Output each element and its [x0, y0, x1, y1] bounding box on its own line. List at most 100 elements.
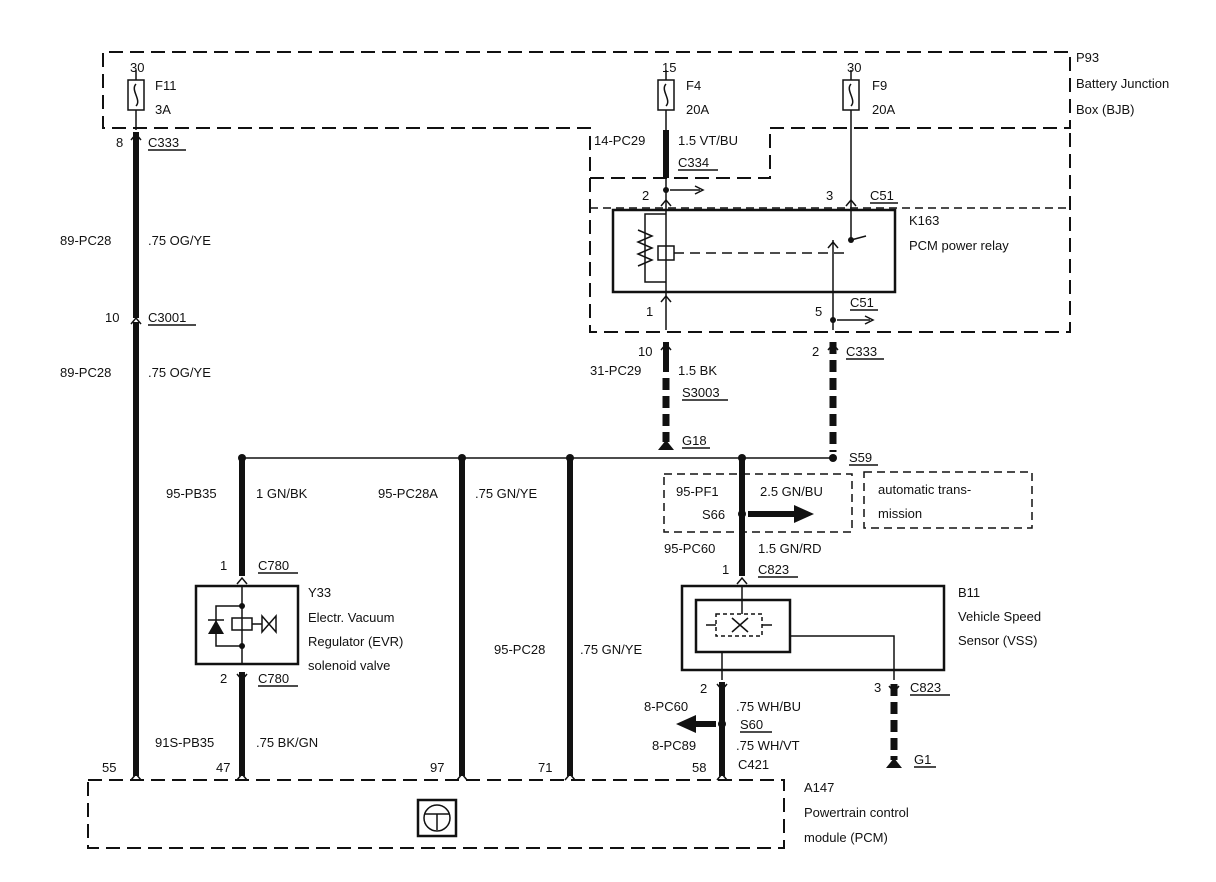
wire-pc89-spec: .75 WH/VT — [736, 738, 800, 753]
wire-pc28a-circuit: 95-PC28A — [378, 486, 438, 501]
wire-pb35-bottom-circuit: 91S-PB35 — [155, 735, 214, 750]
bjb-name-line1: Battery Junction — [1076, 76, 1169, 91]
pcm-pin-97: 97 — [430, 760, 444, 775]
c421-label: C421 — [738, 757, 769, 772]
c51-pin2: 2 — [642, 188, 649, 203]
wire-pc29-top: 14-PC29 1.5 VT/BU C334 — [594, 130, 738, 178]
pcm-id: A147 — [804, 780, 834, 795]
fuse-f11-id: F11 — [155, 78, 176, 93]
evr-name-line3: solenoid valve — [308, 658, 390, 673]
wire-pc28-circuit-b: 89-PC28 — [60, 365, 111, 380]
wire-pc60-top-circuit: 95-PC60 — [664, 541, 715, 556]
fuse-f11-rating: 3A — [155, 102, 171, 117]
wire-pb35-circuit: 95-PB35 — [166, 486, 217, 501]
wire-pc28-gn: 95-PC28 .75 GN/YE — [494, 458, 642, 776]
wire-pc28-spec-a: .75 OG/YE — [148, 233, 211, 248]
wire-pc28-gn-circuit: 95-PC28 — [494, 642, 545, 657]
c333-top-pin: 8 — [116, 135, 123, 150]
wire-pf1-spec: 2.5 GN/BU — [760, 484, 823, 499]
c3001-pin: 10 — [105, 310, 119, 325]
c333-mid-pin10: 10 — [638, 344, 652, 359]
wire-pc29-bottom: 10 31-PC29 1.5 BK S3003 G18 — [590, 342, 728, 450]
c51-pin5: 5 — [815, 304, 822, 319]
splice-s66: S66 — [702, 507, 725, 522]
relay-name: PCM power relay — [909, 238, 1009, 253]
c51-bottom-label: C51 — [850, 295, 874, 310]
c780-top-pin: 1 — [220, 558, 227, 573]
pcm-a147: 55 47 97 71 58 A147 Powertrain control m… — [87, 760, 909, 849]
bjb-module: P93 Battery Junction Box (BJB) — [102, 50, 1169, 179]
wire-pb35: 95-PB35 1 GN/BK 1 C780 — [166, 458, 308, 585]
wire-pc28-circuit-a: 89-PC28 — [60, 233, 111, 248]
wire-pc60-bottom-spec: .75 WH/BU — [736, 699, 801, 714]
bjb-name-line2: Box (BJB) — [1076, 102, 1135, 117]
wire-pc28a-spec: .75 GN/YE — [475, 486, 537, 501]
c333-top-label: C333 — [148, 135, 179, 150]
wire-pc29-top-circuit: 14-PC29 — [594, 133, 645, 148]
splice-s3003: S3003 — [682, 385, 720, 400]
wire-pb35-bottom: 2 C780 91S-PB35 .75 BK/GN — [155, 671, 318, 776]
wire-pc29-bottom-circuit: 31-PC29 — [590, 363, 641, 378]
c823-right-pin: 3 — [874, 680, 881, 695]
fuse-f4-rating: 20A — [686, 102, 709, 117]
c51-top-label: C51 — [870, 188, 894, 203]
c823-left-pin: 2 — [700, 681, 707, 696]
vss-b11: B11 Vehicle Speed Sensor (VSS) — [680, 584, 1041, 680]
fuse-f9-rating: 20A — [872, 102, 895, 117]
auto-trans-line2: mission — [878, 506, 922, 521]
fuse-f11-terminal: 30 — [130, 60, 144, 75]
c823-top-label: C823 — [758, 562, 789, 577]
wire-pc60-bottom: 2 8-PC60 .75 WH/BU S60 8-PC89 .75 WH/VT … — [644, 681, 801, 776]
bjb-id: P93 — [1076, 50, 1099, 65]
wire-vss-ground: 3 C823 G1 — [874, 680, 950, 768]
wire-pc60-bottom-circuit: 8-PC60 — [644, 699, 688, 714]
pcm-pin-58: 58 — [692, 760, 706, 775]
evr-name-line1: Electr. Vacuum — [308, 610, 394, 625]
fuse-f11: 30 F11 3A — [127, 60, 176, 130]
relay-id: K163 — [909, 213, 939, 228]
auto-trans-line1: automatic trans- — [878, 482, 971, 497]
vss-name-line2: Sensor (VSS) — [958, 633, 1037, 648]
wire-pc89-circuit: 8-PC89 — [652, 738, 696, 753]
wire-pc28a: 95-PC28A .75 GN/YE — [378, 458, 537, 776]
wire-pc28: 8 C333 89-PC28 .75 OG/YE 10 C3001 89-PC2… — [60, 132, 211, 776]
evr-y33: Y33 Electr. Vacuum Regulator (EVR) solen… — [194, 584, 403, 673]
c334-label: C334 — [678, 155, 709, 170]
splice-s60: S60 — [740, 717, 763, 732]
c3001-label: C3001 — [148, 310, 186, 325]
ground-g18: G18 — [682, 433, 707, 448]
fuse-f4: 15 F4 20A — [657, 60, 709, 130]
relay-k163: 2 3 C51 K163 PCM power relay 1 5 C51 — [589, 110, 1071, 333]
wire-pc60-top-spec: 1.5 GN/RD — [758, 541, 822, 556]
c333-mid-label: C333 — [846, 344, 877, 359]
pcm-name-line2: module (PCM) — [804, 830, 888, 845]
c823-right-label: C823 — [910, 680, 941, 695]
pcm-pin-55: 55 — [102, 760, 116, 775]
splice-s66-box: 95-PF1 2.5 GN/BU S66 automatic trans- mi… — [663, 458, 1033, 585]
c780-bottom-pin: 2 — [220, 671, 227, 686]
vss-id: B11 — [958, 585, 980, 600]
wire-pc29-top-spec: 1.5 VT/BU — [678, 133, 738, 148]
c780-bottom-label: C780 — [258, 671, 289, 686]
splice-s59: S59 — [849, 450, 872, 465]
wire-relay-pin5: 2 C333 — [812, 342, 884, 452]
wire-pc28-spec-b: .75 OG/YE — [148, 365, 211, 380]
c51-pin1: 1 — [646, 304, 653, 319]
fuse-f4-terminal: 15 — [662, 60, 676, 75]
c780-top-label: C780 — [258, 558, 289, 573]
fuse-f9-id: F9 — [872, 78, 887, 93]
pcm-pin-71: 71 — [538, 760, 552, 775]
wire-pf1-circuit: 95-PF1 — [676, 484, 719, 499]
wire-pb35-spec: 1 GN/BK — [256, 486, 308, 501]
c333-mid-pin2: 2 — [812, 344, 819, 359]
pcm-name-line1: Powertrain control — [804, 805, 909, 820]
wire-pc28-gn-spec: .75 GN/YE — [580, 642, 642, 657]
pcm-pin-47: 47 — [216, 760, 230, 775]
wire-pc29-bottom-spec: 1.5 BK — [678, 363, 717, 378]
vss-name-line1: Vehicle Speed — [958, 609, 1041, 624]
fuse-f9-terminal: 30 — [847, 60, 861, 75]
bus-s59: S59 — [238, 450, 878, 466]
ground-g1: G1 — [914, 752, 931, 767]
c51-pin3: 3 — [826, 188, 833, 203]
